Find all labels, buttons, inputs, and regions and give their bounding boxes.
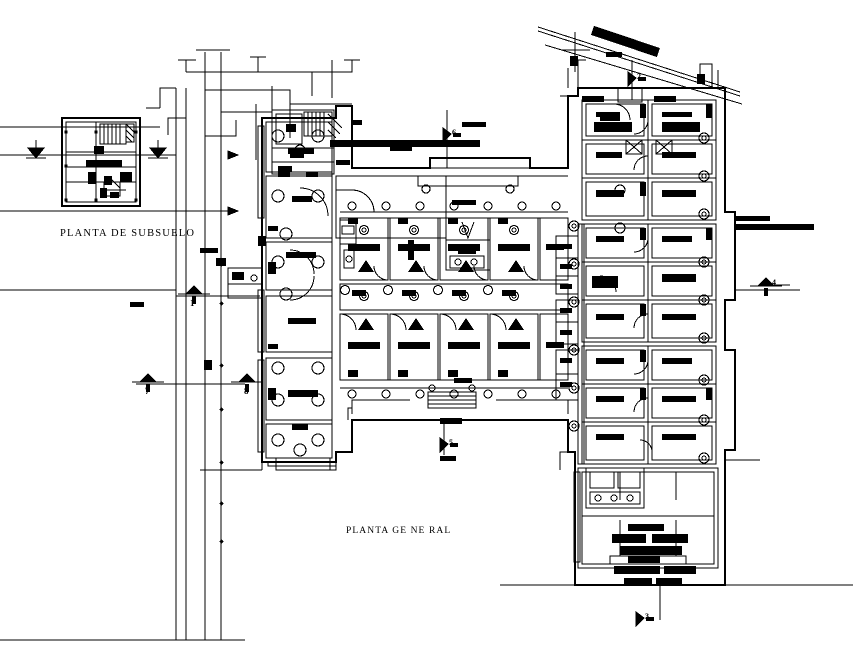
service-core-fixtures bbox=[278, 124, 304, 172]
right-wing-upper bbox=[581, 87, 717, 221]
central-stair-block bbox=[445, 217, 491, 271]
left-lower-connector bbox=[200, 407, 352, 471]
room-modules-corridor bbox=[339, 283, 569, 311]
right-wing-mid bbox=[581, 223, 717, 343]
basement-detail-lines bbox=[100, 179, 126, 197]
bottom-slab-bars bbox=[440, 418, 462, 461]
section-marker-label-6: 6 bbox=[452, 128, 458, 137]
site-direction-arrows bbox=[227, 150, 240, 216]
closet-symbols bbox=[625, 139, 673, 155]
section-marker-label-7: 7 bbox=[145, 386, 151, 396]
top-left-service-diagram bbox=[0, 49, 360, 160]
basement-plan bbox=[61, 117, 141, 207]
section-marker-3 bbox=[635, 611, 645, 628]
exterior-wall-returns bbox=[261, 451, 853, 586]
dimension-lines bbox=[0, 60, 800, 620]
general-plan-label: PLANTA GE NE RAL bbox=[346, 526, 452, 536]
section-marker-7 bbox=[132, 373, 164, 383]
section-marker-1 bbox=[178, 285, 210, 295]
room-door-swings bbox=[339, 265, 539, 331]
section-marker-4 bbox=[750, 277, 782, 287]
service-strip-fixtures bbox=[560, 244, 572, 387]
basement-plan-label: PLANTA DE SUBSUELO bbox=[60, 228, 196, 239]
service-strip bbox=[555, 223, 585, 465]
right-wing-mid-furniture bbox=[592, 228, 712, 320]
section-marker-label-1: 1 bbox=[190, 298, 196, 308]
top-annotation-bars bbox=[330, 122, 486, 205]
basement-nodes bbox=[64, 130, 138, 202]
room-circle-symbols bbox=[339, 224, 520, 302]
right-edge-bars bbox=[736, 216, 814, 230]
room-beds bbox=[348, 218, 564, 377]
section-marker-6 bbox=[442, 127, 452, 144]
service-core-upper bbox=[271, 109, 343, 175]
room-fixture-triangles bbox=[358, 260, 524, 330]
misc-annotation-ticks bbox=[130, 120, 472, 383]
core-stair bbox=[303, 111, 343, 139]
bathroom-cluster bbox=[585, 467, 645, 509]
section-marker-label-4: 4 bbox=[772, 278, 778, 287]
level-marker-left bbox=[26, 140, 46, 159]
right-wing-exterior-columns bbox=[568, 132, 710, 464]
section-marker-tails bbox=[146, 77, 768, 621]
top-corridor-columns bbox=[421, 184, 515, 194]
level-marker-mid bbox=[148, 140, 168, 159]
lower-hall-furniture bbox=[612, 524, 688, 555]
room-modules-lower bbox=[339, 313, 569, 389]
right-wing-lower-furniture bbox=[596, 350, 712, 440]
section-marker-label-3: 3 bbox=[645, 612, 651, 621]
right-wing-upper-furniture bbox=[594, 104, 712, 197]
section-marker-2 bbox=[627, 71, 637, 88]
section-marker-8 bbox=[231, 373, 263, 383]
section-marker-label-5: 5 bbox=[449, 438, 455, 447]
site-utility-lines bbox=[0, 52, 260, 641]
basement-stair bbox=[99, 123, 135, 145]
upper-right-marks bbox=[570, 52, 705, 121]
right-wing-lower-rooms bbox=[581, 345, 717, 465]
top-corridor bbox=[352, 158, 568, 187]
section-marker-label-8: 8 bbox=[244, 386, 250, 396]
section-marker-5 bbox=[439, 437, 449, 454]
section-marker-label-2: 2 bbox=[637, 72, 643, 81]
section-markers bbox=[132, 71, 782, 628]
bottom-text-block bbox=[614, 556, 696, 586]
bottom-central-stair bbox=[351, 384, 569, 414]
property-boundary-lines bbox=[537, 26, 743, 105]
property-boundary-bar bbox=[591, 26, 660, 57]
mid-left-service-wing bbox=[227, 267, 263, 299]
